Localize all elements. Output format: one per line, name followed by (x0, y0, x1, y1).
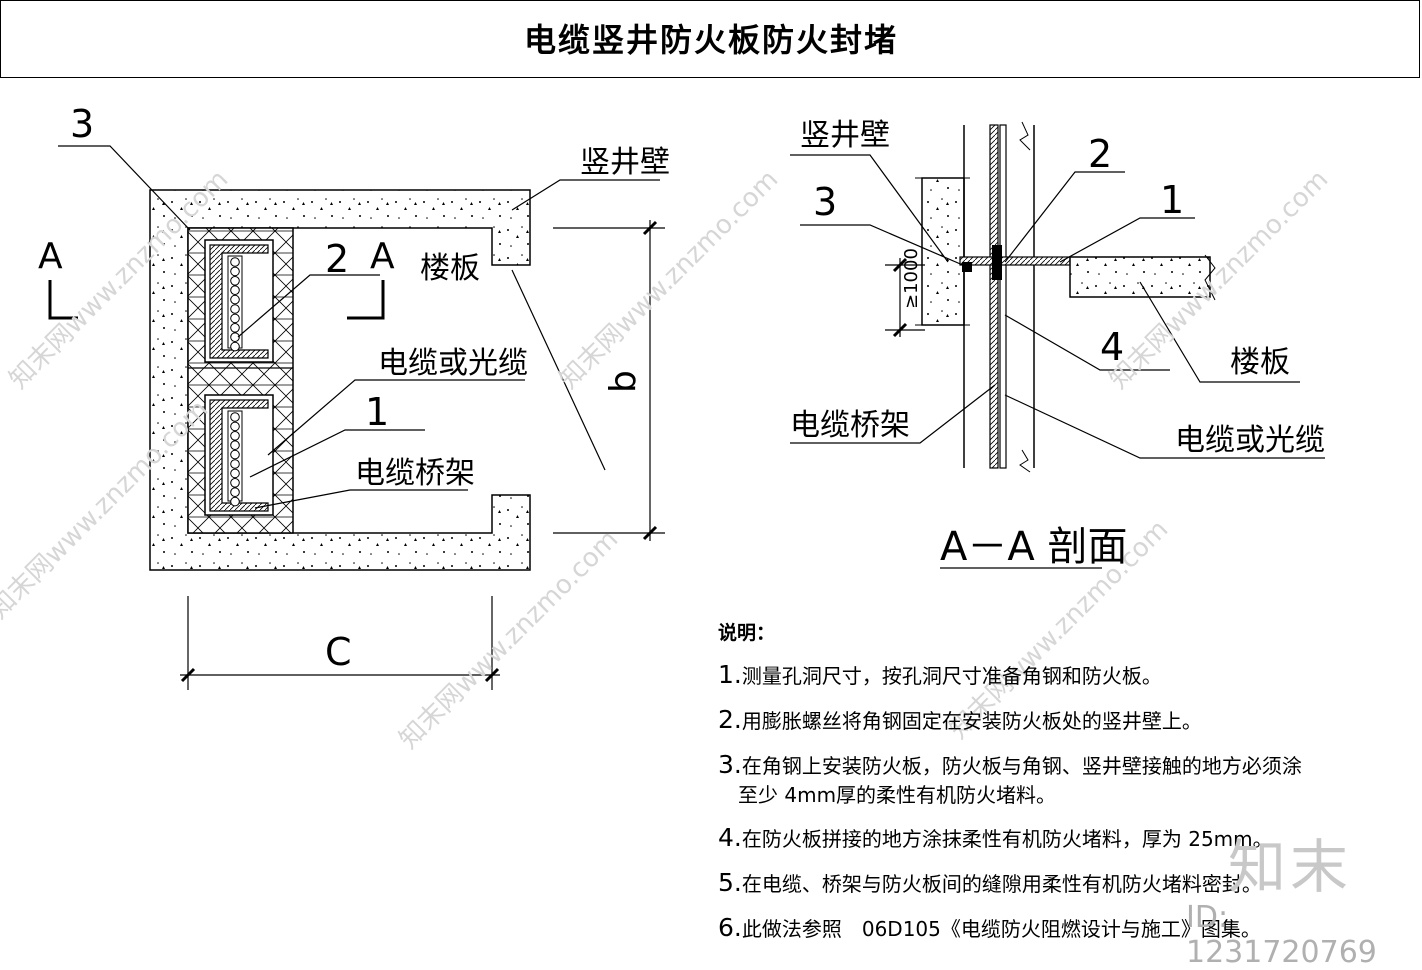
note-item-1: 1.测量孔洞尺寸，按孔洞尺寸准备角钢和防火板。 (718, 653, 1408, 698)
section-label-2: 2 (1088, 132, 1112, 176)
section-view: 竖井壁 3 2 1 4 楼板 电缆桥架 电缆或光缆 ≥1000 A－A 剖面 (790, 118, 1325, 570)
cable-circle (230, 440, 240, 451)
section-caption: A－A 剖面 (940, 524, 1127, 570)
note-item-5: 5.在电缆、桥架与防火板间的缝隙用柔性有机防火堵料密封。 (718, 861, 1408, 906)
notes-heading: 说明： (718, 622, 776, 644)
section-label-1: 1 (1160, 178, 1184, 222)
note-num: 4. (718, 823, 742, 852)
plan-leaders (58, 145, 660, 509)
cable-circle (230, 478, 240, 488)
notes-block: 说明： 1.测量孔洞尺寸，按孔洞尺寸准备角钢和防火板。 2.用膨胀螺丝将角钢固定… (718, 618, 1408, 951)
section-shaft-wall (921, 177, 965, 326)
section-label-3: 3 (813, 180, 837, 224)
cable-circle (230, 323, 240, 333)
note-num: 2. (718, 705, 742, 734)
note-item-6: 6.此做法参照 06D105《电缆防火阻燃设计与施工》图集。 (718, 906, 1408, 951)
dimension-b (553, 220, 665, 541)
note-item-4: 4.在防火板拼接的地方涂抹柔性有机防火堵料，厚为 25mm。 (718, 816, 1408, 861)
cable-circle (230, 459, 240, 469)
cable-circle (230, 468, 240, 479)
plan-label-cable: 电缆或光缆 (378, 346, 528, 381)
cable-circle (230, 332, 240, 343)
note-num: 1. (718, 660, 742, 689)
cable-circle (230, 487, 240, 498)
plan-label-2: 2 (325, 237, 349, 281)
section-floor-slab (1069, 256, 1211, 298)
note-text: 此做法参照 06D105《电缆防火阻燃设计与施工》图集。 (741, 917, 1261, 941)
cable-circle (230, 304, 240, 314)
cable-circle (230, 341, 240, 352)
section-label-cable: 电缆或光缆 (1175, 423, 1325, 458)
cable-circle (230, 294, 240, 305)
section-label-4: 4 (1100, 325, 1124, 369)
cable-circle (230, 431, 240, 441)
dimension-c-label: C (325, 630, 352, 674)
watermark-diag-2: 知末网www.znzmo.com (554, 164, 785, 395)
section-label-shaft-wall: 竖井壁 (800, 118, 890, 153)
note-text: 在角钢上安装防火板，防火板与角钢、竖井壁接触的地方必须涂 (741, 754, 1302, 778)
section-dim-1000-label: ≥1000 (901, 248, 922, 309)
note-text: 在防火板拼接的地方涂抹柔性有机防火堵料，厚为 25mm。 (741, 827, 1273, 851)
section-vertical-tray (963, 121, 1035, 473)
plan-label-1: 1 (365, 390, 389, 434)
plan-label-a-right: A (370, 236, 395, 277)
cable-circle (230, 496, 240, 507)
section-label-tray: 电缆桥架 (790, 408, 910, 443)
note-text: 用膨胀螺丝将角钢固定在安装防火板处的竖井壁上。 (741, 709, 1202, 733)
note-text: 测量孔洞尺寸，按孔洞尺寸准备角钢和防火板。 (741, 664, 1162, 688)
dimension-c (180, 596, 500, 690)
note-num: 3. (718, 750, 742, 779)
cable-bundle-top (230, 257, 240, 352)
page-title: 电缆竖井防火板防火封堵 (523, 21, 898, 59)
note-item-2: 2.用膨胀螺丝将角钢固定在安装防火板处的竖井壁上。 (718, 698, 1408, 743)
plan-view: 3 2 1 A A 竖井壁 楼板 电缆或光缆 电缆桥架 b C (38, 102, 670, 690)
cable-circle (230, 449, 240, 460)
dimension-b-label: b (603, 370, 644, 393)
watermark-brand: 知末 (1228, 833, 1353, 901)
plan-label-3: 3 (70, 102, 94, 146)
plan-label-floor: 楼板 (420, 251, 480, 286)
cable-bundle-bottom (230, 412, 240, 507)
plan-label-a-left: A (38, 236, 63, 277)
section-fire-board (959, 256, 1071, 266)
cable-circle (230, 276, 240, 286)
cable-circle (230, 266, 240, 277)
cable-circle (230, 421, 240, 432)
section-leaders (790, 154, 1325, 569)
note-num: 5. (718, 868, 742, 897)
note-num: 6. (718, 913, 742, 942)
section-label-floor: 楼板 (1230, 345, 1290, 380)
dimension-1000 (885, 257, 925, 338)
cable-circle (230, 285, 240, 296)
cable-circle (230, 313, 240, 324)
note-text: 在电缆、桥架与防火板间的缝隙用柔性有机防火堵料密封。 (741, 872, 1262, 896)
note-item-3: 3.在角钢上安装防火板，防火板与角钢、竖井壁接触的地方必须涂 (718, 743, 1408, 788)
note-item-3-continued: 至少 4mm厚的柔性有机防火堵料。 (738, 783, 1057, 807)
section-markers (48, 280, 385, 320)
title-bar: 电缆竖井防火板防火封堵 (0, 0, 1420, 78)
cable-circle (230, 257, 240, 267)
plan-label-shaft-wall: 竖井壁 (580, 145, 670, 180)
cable-circle (230, 412, 240, 422)
plan-label-tray: 电缆桥架 (355, 456, 475, 491)
